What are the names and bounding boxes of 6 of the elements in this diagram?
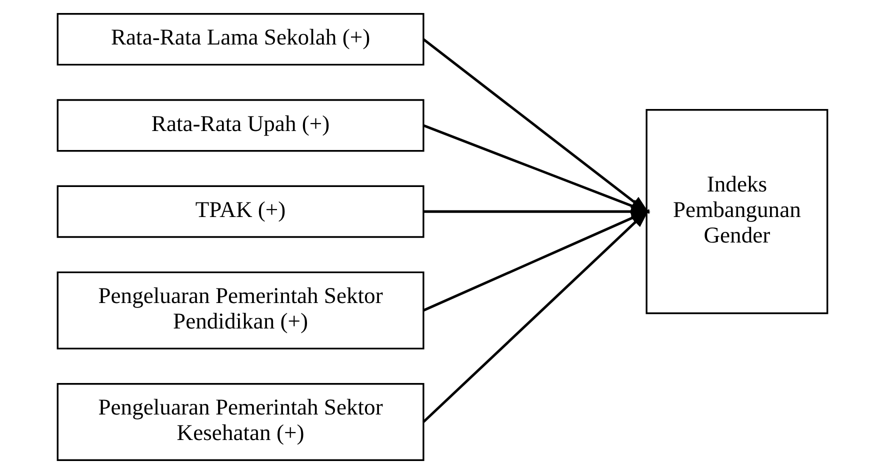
node-box: Pengeluaran Pemerintah Sektor Pendidikan (+) [56,271,424,350]
node-box: TPAK (+) [56,185,424,238]
node-box: Indeks Pembangunan Gender [645,109,828,314]
node-box: Pengeluaran Pemerintah Sektor Kesehatan (+) [56,383,424,461]
node-box: Rata-Rata Upah (+) [56,99,424,152]
node-box: Rata-Rata Lama Sekolah (+) [56,13,424,66]
